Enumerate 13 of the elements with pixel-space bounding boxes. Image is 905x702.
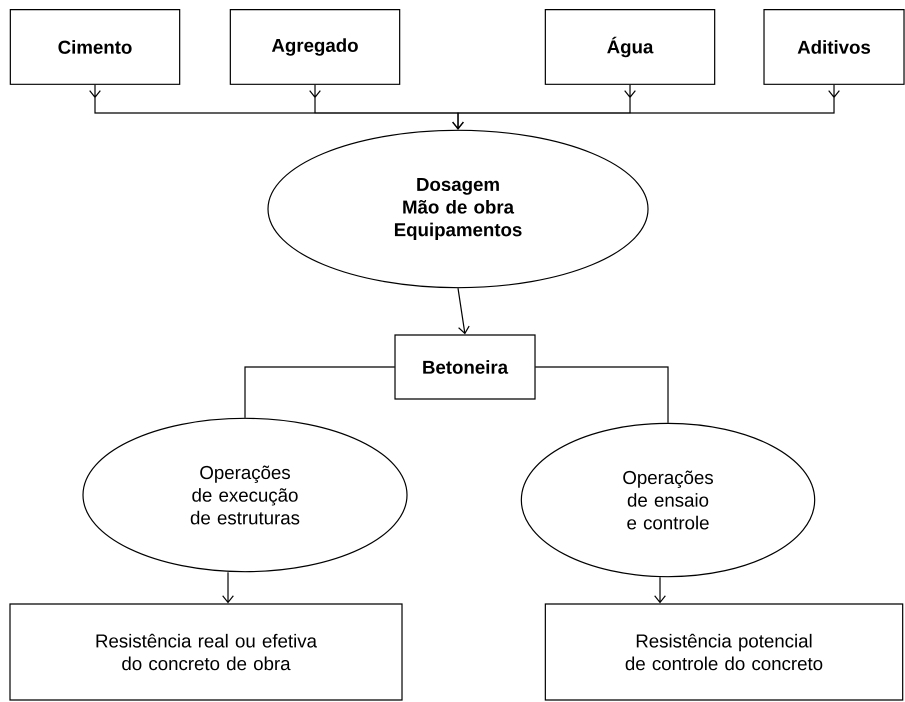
process-box: Cimento [10,9,180,85]
connector-line [536,366,669,423]
connector-line [244,366,394,418]
process-box: Agregado [230,9,400,85]
arrow [457,288,470,334]
process-box: Aditivos [763,9,905,85]
merge-arrow [452,84,840,130]
result-box: Resistência potencial de controle do concreto [544,603,904,701]
result-box: Resistência real ou efetiva do concreto de obra [9,603,403,701]
process-box: Água [544,9,716,85]
process-box: Betoneira [394,334,536,400]
arrow [654,577,666,604]
arrow [222,572,234,604]
